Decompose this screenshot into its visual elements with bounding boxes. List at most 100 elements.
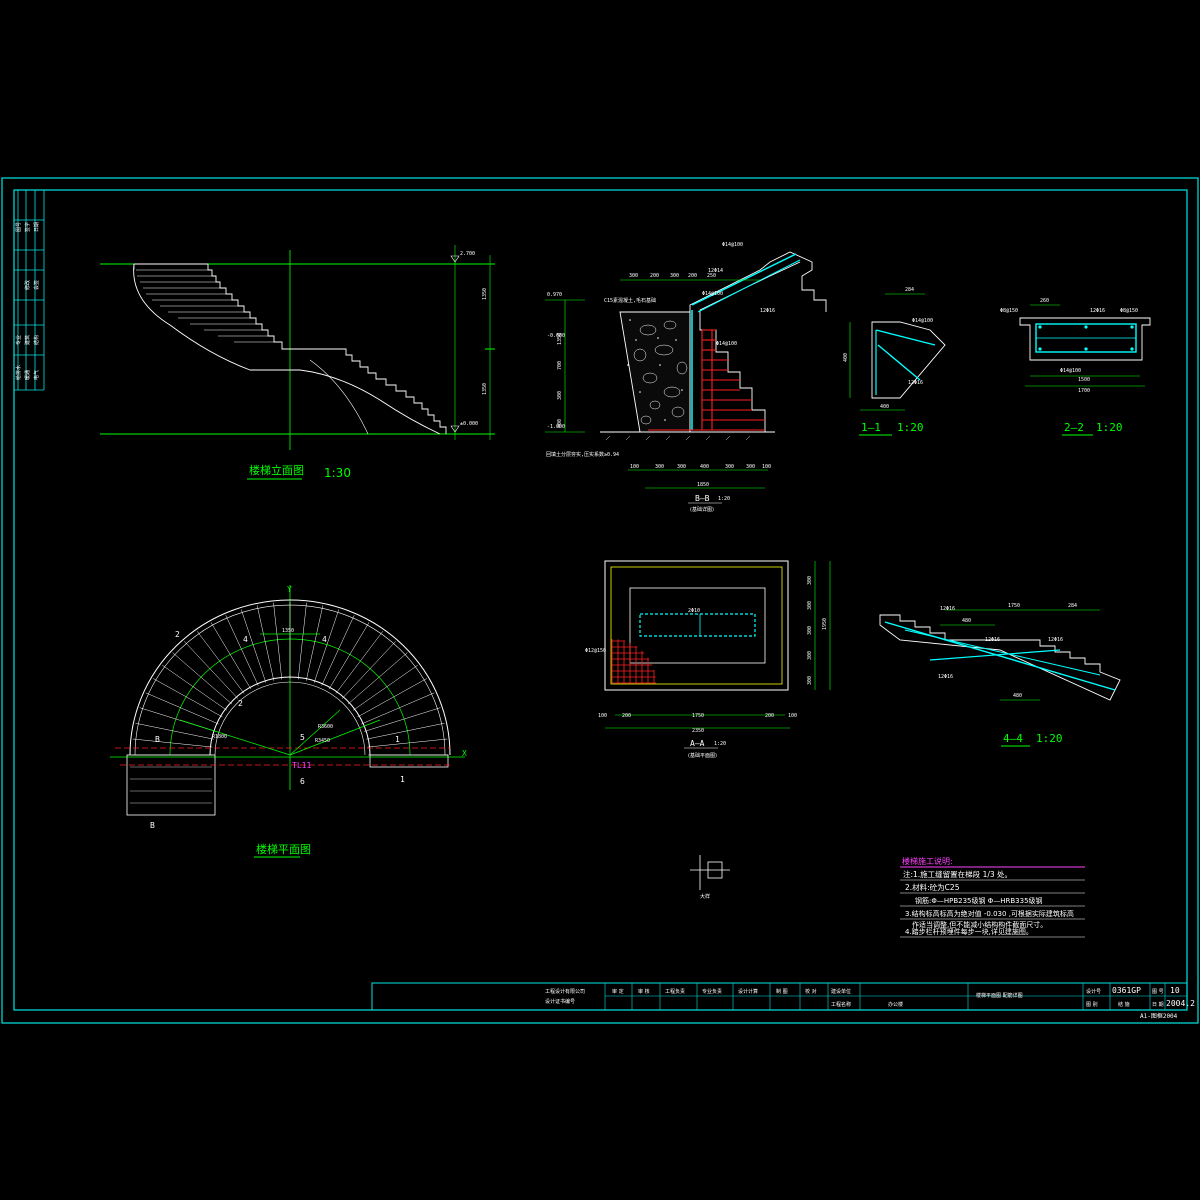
s22-rebar: Φ14@100 — [1060, 368, 1081, 374]
aa-width-dim: 1750 — [692, 713, 704, 719]
s22-dim: 260 — [1040, 298, 1049, 304]
bb-bottom-dim: 300 — [655, 464, 664, 470]
s44-scale: 1:20 — [1036, 732, 1063, 745]
tb-role: 审 定 — [612, 988, 624, 995]
section-aa: 100 200 1750 200 100 2350 300 300 300 30… — [585, 560, 831, 759]
notes-title: 楼梯施工说明: — [902, 856, 953, 866]
bb-bottom-dim: 300 — [677, 464, 686, 470]
tb-role: 设计计算 — [738, 988, 758, 995]
tb-sheet-value: 10 — [1170, 986, 1180, 995]
bb-bottom-dim: 300 — [725, 464, 734, 470]
strip-label: 结构 — [33, 335, 40, 345]
bb-left-dim: 700 — [557, 361, 563, 370]
s44-dim: 480 — [1013, 693, 1022, 699]
plan-cut: 1 — [400, 775, 405, 784]
stair-tread — [305, 605, 324, 681]
s44-rebar: 12Φ16 — [938, 674, 953, 680]
s22-rebar: Φ8@150 — [1000, 308, 1018, 314]
stair-tread — [132, 738, 213, 748]
bb-bottom-dim: 100 — [630, 464, 639, 470]
s11-dim: 400 — [843, 353, 849, 362]
strip-label: 专业 — [15, 335, 22, 345]
plan-dim: R3450 — [315, 738, 330, 744]
plan-cut: 2 — [238, 699, 243, 708]
aa-height-dim: 300 — [807, 676, 813, 685]
bb-level: 0.970 — [547, 292, 562, 298]
bb-top-dim: 200 — [688, 273, 697, 279]
tb-item-label: 工程名称 — [831, 1001, 851, 1008]
section-11: 284 400 400 Φ14@100 12Φ16 1—1 1:20 — [843, 287, 946, 436]
stair-tread — [162, 664, 228, 711]
plan-cut: 1 — [395, 735, 400, 744]
stair-tread — [196, 631, 245, 694]
tb-sheet-label: 图 号 — [1152, 989, 1164, 995]
title-block: 工程设计有限公司 设计证书编号 审 定 审 核 工程负责 专业负责 设计计算 制… — [371, 982, 1195, 1020]
section-bb: 300 200 300 200 250 100 300 300 400 300 … — [545, 242, 827, 513]
tb-no-value: 0361GP — [1112, 986, 1141, 995]
s44-rebar: 12Φ16 — [940, 606, 955, 612]
notes: 楼梯施工说明: 注:1.施工缝留置在梯段 1/3 处。 2.材料:砼为C25 钢… — [900, 856, 1085, 938]
aa-height-dim: 300 — [807, 626, 813, 635]
stair-tread — [210, 622, 252, 690]
stair-tread — [145, 692, 219, 725]
stair-tread — [366, 722, 445, 740]
strip-label: 日期 — [34, 222, 40, 232]
strip-label: 签字 — [24, 222, 31, 232]
stair-tread — [321, 615, 355, 686]
plan-title: 楼梯平面图 — [256, 842, 311, 856]
plan-dim: R3600 — [318, 724, 333, 730]
s11-rebar: 12Φ16 — [908, 380, 923, 386]
tb-date-label: 日 期 — [1152, 1002, 1164, 1008]
stair-tread — [352, 664, 418, 711]
bb-scale: 1:20 — [718, 496, 730, 502]
bb-note-top: C15素混凝土,毛石基础 — [604, 297, 656, 304]
tb-role: 审 核 — [638, 988, 650, 995]
aa-width-dim: 200 — [622, 713, 631, 719]
bb-left-dim: 300 — [557, 391, 563, 400]
stair-tread — [361, 692, 435, 725]
aa-title: A—A — [690, 739, 705, 748]
small-detail-label: 大样 — [700, 893, 710, 900]
tb-no-label: 设计号 — [1086, 988, 1101, 995]
strip-label: 图号 — [16, 222, 22, 232]
stair-tread — [153, 678, 223, 718]
tb-role: 专业负责 — [702, 988, 722, 995]
outer-frame — [1, 177, 1199, 1024]
aa-width-dim: 200 — [765, 713, 774, 719]
s22-dim: 1700 — [1078, 388, 1090, 394]
aa-rebar: 2Φ10 — [688, 608, 700, 614]
small-detail: 大样 — [690, 855, 730, 900]
tb-date-value: 2004.2 — [1166, 999, 1195, 1008]
bb-top-dim: 300 — [629, 273, 638, 279]
elev-dim-bottom: 1350 — [482, 383, 488, 395]
s22-dim: 1500 — [1078, 377, 1090, 383]
bb-sub: (基础详图) — [690, 506, 714, 513]
plan-cut: 4 — [243, 635, 248, 644]
s44-dim: 1750 — [1008, 603, 1020, 609]
strip-label: 修改 — [24, 280, 31, 290]
tb-stage-label: 图 别 — [1086, 1001, 1098, 1008]
aa-scale: 1:20 — [714, 741, 726, 747]
tb-item-value: 办公楼 — [888, 1001, 903, 1008]
plan-cut: B — [155, 735, 160, 744]
s44-dim: 480 — [962, 618, 971, 624]
bb-bottom-dim: 300 — [746, 464, 755, 470]
elev-level-bottom: ±0.000 — [460, 421, 478, 427]
tb-stage-value: 结 施 — [1118, 1001, 1130, 1008]
plan-cut: 4 — [322, 635, 327, 644]
left-strip — [14, 190, 45, 391]
note-line: 注:1.施工缝留置在梯段 1/3 处。 — [903, 869, 1012, 879]
stair-tread — [184, 641, 238, 699]
strip-label: 给排水 — [15, 365, 22, 380]
stair-tread — [367, 738, 448, 748]
elev-dim-top: 1350 — [482, 288, 488, 300]
s11-rebar: Φ14@100 — [912, 318, 933, 324]
aa-sub: (基础平面图) — [688, 752, 717, 759]
bb-bottom-dim: 100 — [762, 464, 771, 470]
bb-left-dim: 400 — [557, 419, 563, 428]
plan-cut: B — [150, 821, 155, 830]
tb-role: 校 对 — [805, 988, 817, 995]
strip-label: 会签 — [33, 280, 40, 290]
s44-rebar: 12Φ16 — [1048, 637, 1063, 643]
